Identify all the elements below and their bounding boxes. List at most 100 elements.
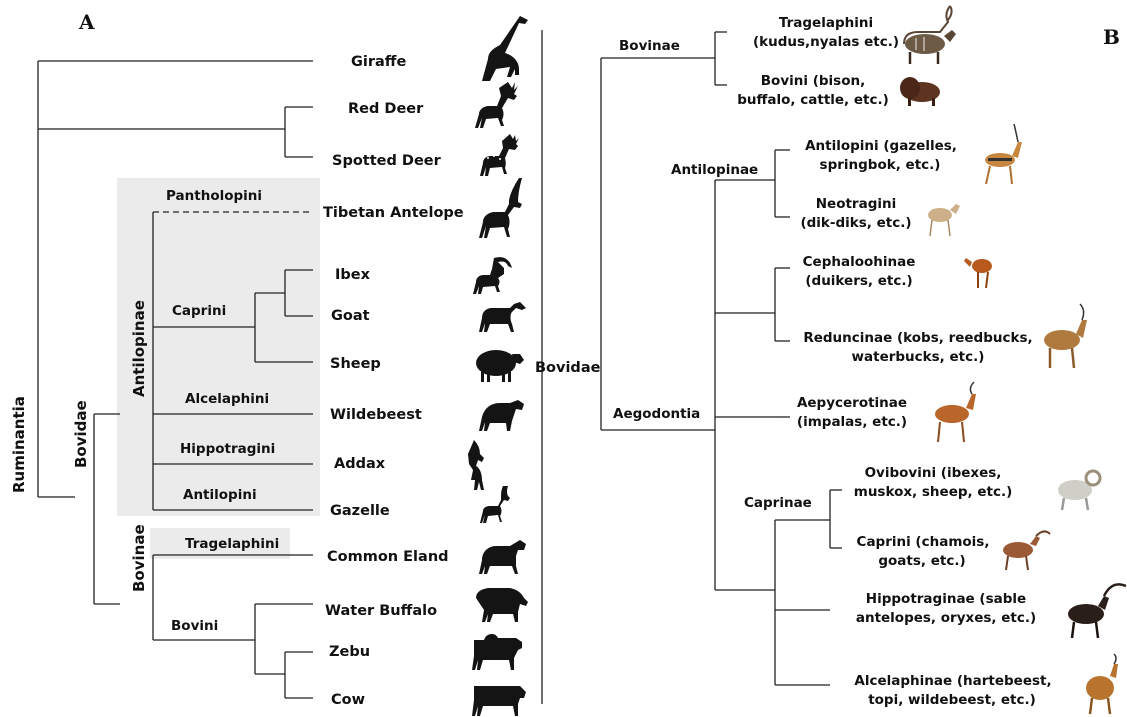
taxon-tibetan-antelope: Tibetan Antelope — [323, 205, 464, 221]
taxon-red-deer: Red Deer — [348, 101, 424, 117]
eland-icon — [479, 540, 526, 574]
hartebeest-icon — [1086, 653, 1118, 715]
taxon-spotted-deer: Spotted Deer — [332, 153, 442, 169]
leaf-antilopini: Antilopini (gazelles, springbok, etc.) — [805, 138, 957, 173]
svg-text:muskox, sheep, etc.): muskox, sheep, etc.) — [854, 484, 1013, 500]
giraffe-icon — [482, 16, 528, 81]
panel-a: A — [10, 10, 543, 716]
cow-icon — [472, 686, 526, 716]
svg-text:Antilopini (gazelles,: Antilopini (gazelles, — [805, 138, 957, 154]
bovinae-label-b: Bovinae — [619, 38, 680, 54]
ruminantia-label: Ruminantia — [10, 396, 28, 493]
goat-icon — [479, 302, 526, 332]
sheep-icon — [476, 350, 524, 382]
illustrations — [900, 5, 1127, 715]
tree-b-branches — [600, 31, 842, 686]
hippotragini-label: Hippotragini — [180, 441, 275, 457]
deer-icon — [475, 82, 518, 128]
pantholopini-label: Pantholopini — [166, 188, 262, 204]
impala-icon — [935, 381, 976, 443]
svg-text:antelopes, oryxes, etc.): antelopes, oryxes, etc.) — [856, 610, 1036, 626]
taxon-sheep: Sheep — [330, 356, 381, 372]
antilopini-label-a: Antilopini — [183, 487, 257, 503]
svg-text:topi, wildebeest, etc.): topi, wildebeest, etc.) — [868, 692, 1036, 708]
svg-text:Caprini (chamois,: Caprini (chamois, — [857, 534, 990, 550]
leaf-neotragini: Neotragini (dik-diks, etc.) — [800, 196, 911, 231]
alcelaphini-label: Alcelaphini — [185, 391, 269, 407]
wildebeest-icon — [479, 400, 524, 431]
tragelaphini-shade — [150, 528, 290, 559]
svg-text:(dik-diks, etc.): (dik-diks, etc.) — [800, 215, 911, 231]
antilopinae-shade — [117, 178, 320, 516]
caprinae-label: Caprinae — [744, 495, 812, 511]
svg-text:Reduncinae (kobs, reedbucks,: Reduncinae (kobs, reedbucks, — [803, 330, 1032, 346]
spotted-deer-icon — [480, 134, 519, 176]
svg-text:Tragelaphini: Tragelaphini — [779, 15, 873, 31]
gazelle-icon — [480, 486, 510, 523]
zebu-icon — [472, 634, 522, 670]
taxon-addax: Addax — [334, 456, 386, 472]
svg-text:Hippotraginae (sable: Hippotraginae (sable — [866, 591, 1026, 607]
svg-text:(impalas, etc.): (impalas, etc.) — [797, 414, 907, 430]
svg-text:(kudus,nyalas etc.): (kudus,nyalas etc.) — [753, 34, 899, 50]
tree-b-leaves: Tragelaphini (kudus,nyalas etc.) Bovini … — [737, 15, 1051, 708]
taxon-gazelle: Gazelle — [330, 503, 390, 519]
leaf-ovibovini: Ovibovini (ibexes, muskox, sheep, etc.) — [854, 465, 1013, 500]
caprini-label-a: Caprini — [172, 303, 226, 319]
taxon-cow: Cow — [331, 692, 365, 708]
ibex-icon — [473, 257, 512, 294]
panel-b-label: B — [1103, 25, 1120, 49]
kob-icon — [1044, 303, 1087, 369]
ram-icon — [1058, 469, 1102, 511]
svg-text:(duikers, etc.): (duikers, etc.) — [805, 273, 912, 289]
dikdik-icon — [928, 204, 960, 237]
leaf-aepycerotinae: Aepycerotinae (impalas, etc.) — [797, 395, 907, 430]
svg-text:buffalo, cattle, etc.): buffalo, cattle, etc.) — [737, 92, 889, 108]
leaf-cephalophinae: Cephaloohinae (duikers, etc.) — [803, 254, 916, 289]
taxon-giraffe: Giraffe — [351, 54, 407, 70]
antilopinae-label-b: Antilopinae — [671, 162, 758, 178]
taxon-zebu: Zebu — [329, 644, 370, 660]
svg-text:Aepycerotinae: Aepycerotinae — [797, 395, 907, 411]
antelope-icon — [479, 178, 522, 238]
bovini-label-a: Bovini — [171, 618, 218, 634]
svg-text:waterbucks, etc.): waterbucks, etc.) — [852, 349, 985, 365]
taxon-water-buffalo: Water Buffalo — [325, 603, 437, 619]
leaf-bovini: Bovini (bison, buffalo, cattle, etc.) — [737, 73, 889, 108]
duiker-icon — [964, 258, 992, 289]
svg-text:springbok, etc.): springbok, etc.) — [820, 157, 941, 173]
svg-text:Neotragini: Neotragini — [816, 196, 896, 212]
ibex-icon — [1003, 530, 1051, 571]
svg-text:Cephaloohinae: Cephaloohinae — [803, 254, 916, 270]
buffalo-icon — [476, 588, 528, 622]
taxa-labels: Giraffe Red Deer Spotted Deer Tibetan An… — [323, 54, 464, 708]
silhouettes — [468, 16, 528, 716]
tree-a-branches — [37, 60, 313, 699]
svg-text:Ovibovini (ibexes,: Ovibovini (ibexes, — [865, 465, 1002, 481]
tragelaphini-label-a: Tragelaphini — [185, 536, 279, 552]
taxon-wildebeest: Wildebeest — [330, 407, 422, 423]
taxon-goat: Goat — [331, 308, 370, 324]
svg-text:Alcelaphinae (hartebeest,: Alcelaphinae (hartebeest, — [854, 673, 1051, 689]
panel-a-label: A — [78, 10, 95, 34]
antilopinae-label-a: Antilopinae — [130, 300, 148, 397]
panel-b: B — [535, 5, 1127, 715]
leaf-caprini-b: Caprini (chamois, goats, etc.) — [857, 534, 990, 569]
kudu-icon — [903, 5, 956, 64]
svg-text:goats, etc.): goats, etc.) — [878, 553, 965, 569]
bovidae-label-b: Bovidae — [535, 360, 601, 376]
bovinae-label-a: Bovinae — [130, 524, 148, 592]
aegodontia-label: Aegodontia — [613, 406, 700, 422]
leaf-reduncinae: Reduncinae (kobs, reedbucks, waterbucks,… — [803, 330, 1032, 365]
addax-icon — [468, 440, 484, 490]
taxon-common-eland: Common Eland — [327, 549, 449, 565]
leaf-tragelaphini: Tragelaphini (kudus,nyalas etc.) — [753, 15, 899, 50]
sable-antelope-icon — [1068, 583, 1127, 639]
taxon-ibex: Ibex — [335, 267, 371, 283]
bison-icon — [900, 77, 940, 106]
svg-text:Bovini (bison,: Bovini (bison, — [761, 73, 865, 89]
bovidae-label-a: Bovidae — [72, 400, 90, 468]
gazelle-icon — [985, 123, 1022, 185]
leaf-alcelaphinae: Alcelaphinae (hartebeest, topi, wildebee… — [854, 673, 1051, 708]
